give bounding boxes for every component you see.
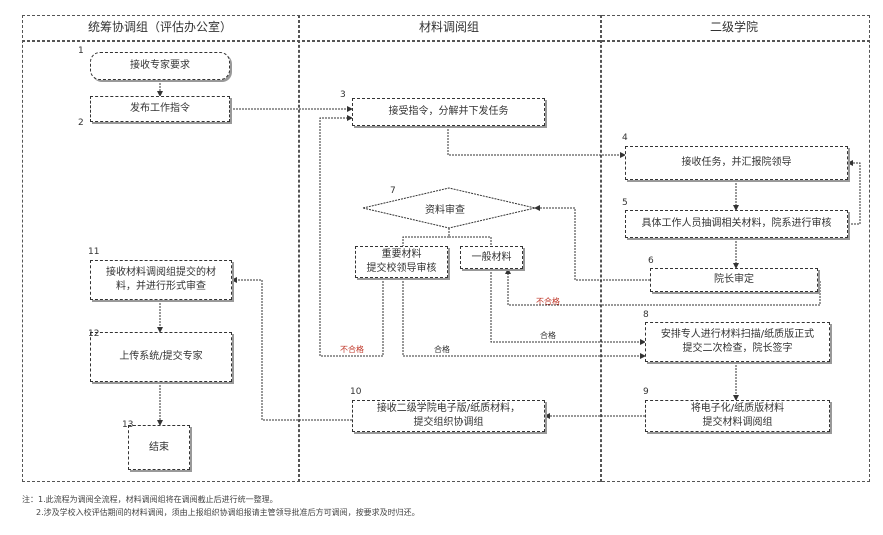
decision-text: 资料审查 — [425, 205, 465, 216]
step-number: 6 — [648, 256, 654, 266]
header-divider — [22, 40, 870, 42]
lane-divider — [600, 15, 602, 482]
step-number: 12 — [88, 329, 100, 339]
step-number: 13 — [122, 420, 134, 430]
step-text: 接收专家要求 — [130, 60, 190, 71]
step-text: 接收任务，并汇报院领导 — [681, 157, 792, 168]
step-number: 11 — [88, 247, 100, 257]
step-8: 安排专人进行材料扫描/纸质版正式 提交二次检查，院长签字 — [645, 322, 830, 362]
step-13-end: 结束 — [128, 425, 190, 470]
step-text: 一般材料 — [471, 251, 512, 263]
step-text: 上传系统/提交专家 — [119, 351, 203, 362]
step-number: 2 — [78, 118, 84, 128]
note-line: 注：1.此流程为调阅全流程，材料调阅组将在调阅截止后进行统一整理。 — [22, 495, 278, 504]
step-number: 4 — [622, 133, 628, 143]
step-number: 9 — [643, 387, 649, 397]
step-text: 重要材料 提交校领导审核 — [366, 249, 437, 274]
step-text: 发布工作指令 — [130, 103, 190, 114]
lane-header-college: 二级学院 — [709, 20, 758, 34]
step-6: 院长审定 — [650, 268, 818, 292]
decision-diamond — [362, 187, 536, 229]
fail-label: 不合格 — [536, 297, 560, 306]
lane-header-coordination: 统筹协调组（评估办公室） — [87, 20, 232, 34]
lane-header-materials: 材料调阅组 — [418, 20, 479, 34]
step-4: 接收任务，并汇报院领导 — [625, 146, 848, 180]
step-9: 将电子化/纸质版材料 提交材料调阅组 — [645, 400, 830, 432]
step-5: 具体工作人员抽调相关材料，院系进行审核 — [625, 210, 848, 238]
step-1: 接收专家要求 — [90, 52, 230, 80]
step-number: 7 — [390, 186, 396, 196]
step-number: 1 — [78, 46, 84, 56]
step-text: 安排专人进行材料扫描/纸质版正式 提交二次检查，院长签字 — [660, 329, 815, 354]
important-materials: 重要材料 提交校领导审核 — [355, 246, 448, 278]
step-10: 接收二级学院电子版/纸质材料， 提交组织协调组 — [352, 400, 545, 432]
step-text: 接收二级学院电子版/纸质材料， 提交组织协调组 — [376, 403, 521, 428]
step-text: 具体工作人员抽调相关材料，院系进行审核 — [641, 218, 832, 229]
step-3: 接受指令，分解并下发任务 — [352, 98, 545, 126]
step-number: 8 — [643, 310, 649, 320]
pass-label: 合格 — [434, 345, 450, 354]
step-text: 结束 — [149, 441, 169, 453]
general-materials: 一般材料 — [460, 246, 523, 269]
step-text: 院长审定 — [714, 274, 754, 285]
step-text: 接收材料调阅组提交的材 料，并进行形式审查 — [106, 267, 216, 292]
fail-label: 不合格 — [340, 345, 364, 354]
step-text: 接受指令，分解并下发任务 — [388, 106, 509, 117]
diagram-frame — [22, 15, 870, 482]
note-line: 2.涉及学校入校评估期间的材料调阅，须由上报组织协调组报请主管领导批准后方可调阅… — [36, 508, 420, 517]
step-text: 将电子化/纸质版材料 提交材料调阅组 — [690, 403, 785, 428]
pass-label: 合格 — [540, 331, 556, 340]
lane-divider — [298, 15, 300, 482]
step-12: 上传系统/提交专家 — [90, 332, 232, 382]
step-2: 发布工作指令 — [90, 96, 230, 122]
step-number: 3 — [340, 90, 346, 100]
step-11: 接收材料调阅组提交的材 料，并进行形式审查 — [90, 260, 232, 300]
step-number: 10 — [350, 387, 362, 397]
step-number: 5 — [622, 198, 628, 208]
